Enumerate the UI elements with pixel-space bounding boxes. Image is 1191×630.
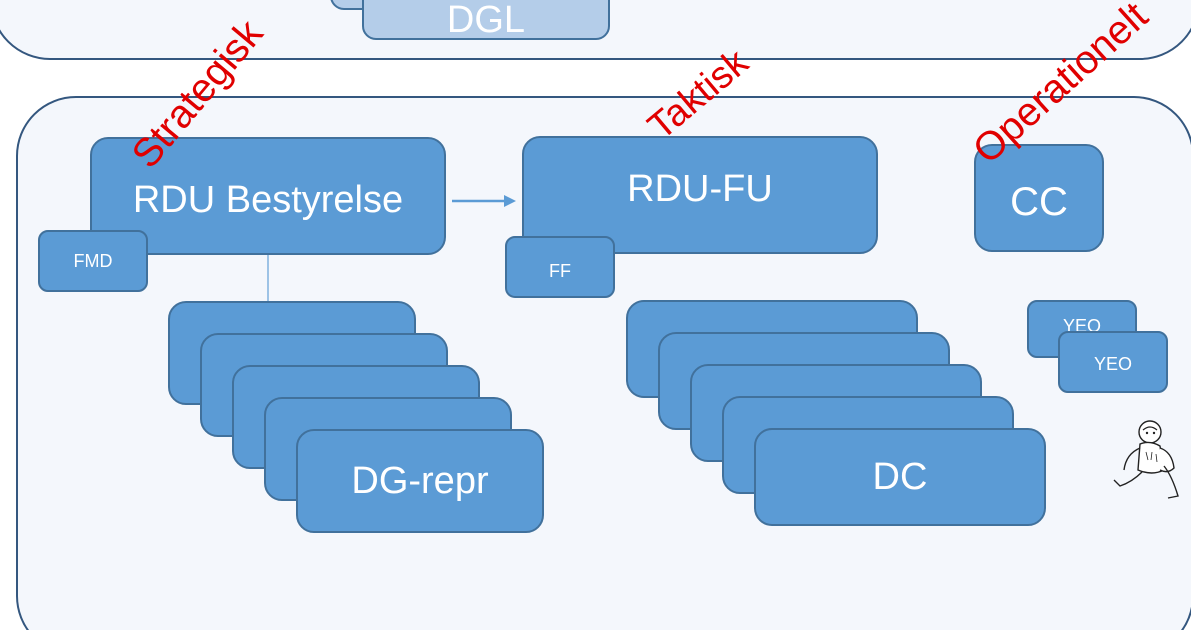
yeo-front-label: YEO bbox=[1093, 353, 1132, 374]
ff-label: FF bbox=[549, 260, 571, 281]
dc-label: DC bbox=[872, 455, 928, 498]
ff-box: FF bbox=[505, 236, 615, 298]
dc-box: DC bbox=[754, 428, 1046, 526]
fmd-label: FMD bbox=[73, 250, 113, 271]
arrow-head-icon bbox=[504, 195, 516, 207]
top-box: DGL bbox=[362, 0, 610, 41]
running-person-icon bbox=[1113, 420, 1179, 499]
cc-label: CC bbox=[1010, 179, 1068, 224]
cc-box: CC bbox=[974, 144, 1104, 252]
yeo-front-box: YEO bbox=[1058, 331, 1168, 393]
rdu-fu-label: RDU-FU bbox=[627, 167, 773, 210]
rdu-bestyrelse-label: RDU Bestyrelse bbox=[132, 178, 404, 221]
fmd-box: FMD bbox=[38, 230, 148, 292]
top-box-label: DGL bbox=[446, 0, 526, 41]
dg-repr-label: DG-repr bbox=[351, 459, 489, 502]
dg-repr-box: DG-repr bbox=[296, 429, 544, 533]
rdu-fu-box: RDU-FU bbox=[522, 136, 878, 254]
rdu-bestyrelse-box: RDU Bestyrelse bbox=[90, 137, 446, 255]
